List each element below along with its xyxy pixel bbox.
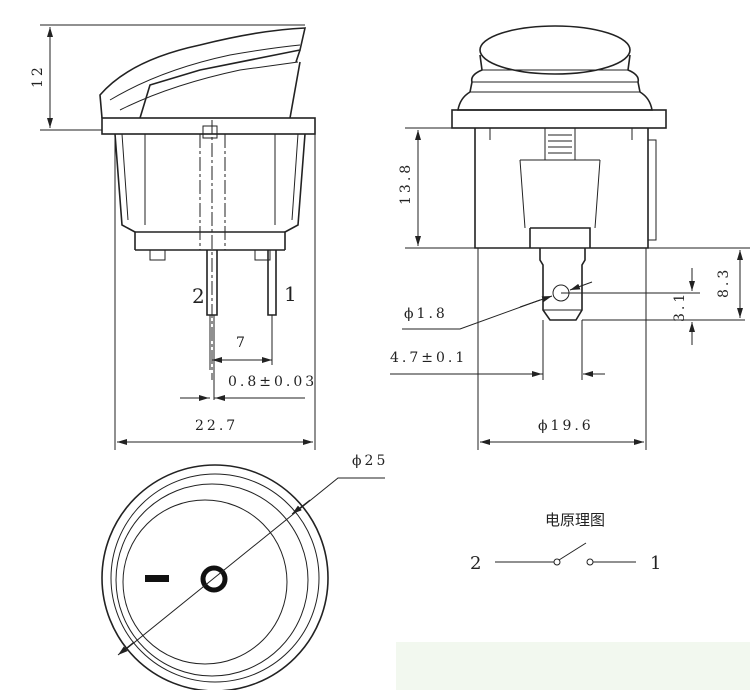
- dim-body-height: 13.8: [398, 162, 414, 205]
- side-dimensions: 12 7 0.8±0.03 22.7: [30, 24, 317, 450]
- dim-terminal-length: 8.3: [716, 267, 732, 298]
- schematic-terminal-2: 2: [470, 553, 481, 574]
- corner-panel: [396, 642, 750, 690]
- dim-hole-diameter: ϕ1.8: [404, 306, 448, 322]
- side-view: 2 1: [99, 27, 316, 400]
- dim-pin-thickness: 0.8±0.03: [228, 374, 317, 390]
- schematic-terminal-1: 1: [650, 553, 661, 574]
- dim-body-diameter: ϕ19.6: [538, 418, 594, 434]
- schematic: 电原理图 2 1: [470, 511, 661, 574]
- top-view: ϕ25: [101, 453, 388, 690]
- pin-2-label: 2: [192, 284, 205, 308]
- pin-1-label: 1: [284, 282, 297, 306]
- on-symbol: [200, 565, 228, 593]
- off-symbol: [145, 575, 169, 582]
- dim-terminal-width: 4.7±0.1: [390, 350, 467, 366]
- dim-cap-diameter: ϕ25: [352, 453, 388, 469]
- dim-body-width: 22.7: [195, 418, 238, 434]
- dim-pin-spacing: 7: [236, 335, 248, 351]
- dim-height-12: 12: [30, 64, 46, 88]
- schematic-title: 电原理图: [545, 511, 605, 529]
- dim-hole-offset: 3.1: [672, 291, 688, 322]
- front-dimensions: 13.8 8.3 3.1 ϕ1.8 4.7±0.1 ϕ19.6: [390, 127, 750, 450]
- front-view: [451, 25, 667, 321]
